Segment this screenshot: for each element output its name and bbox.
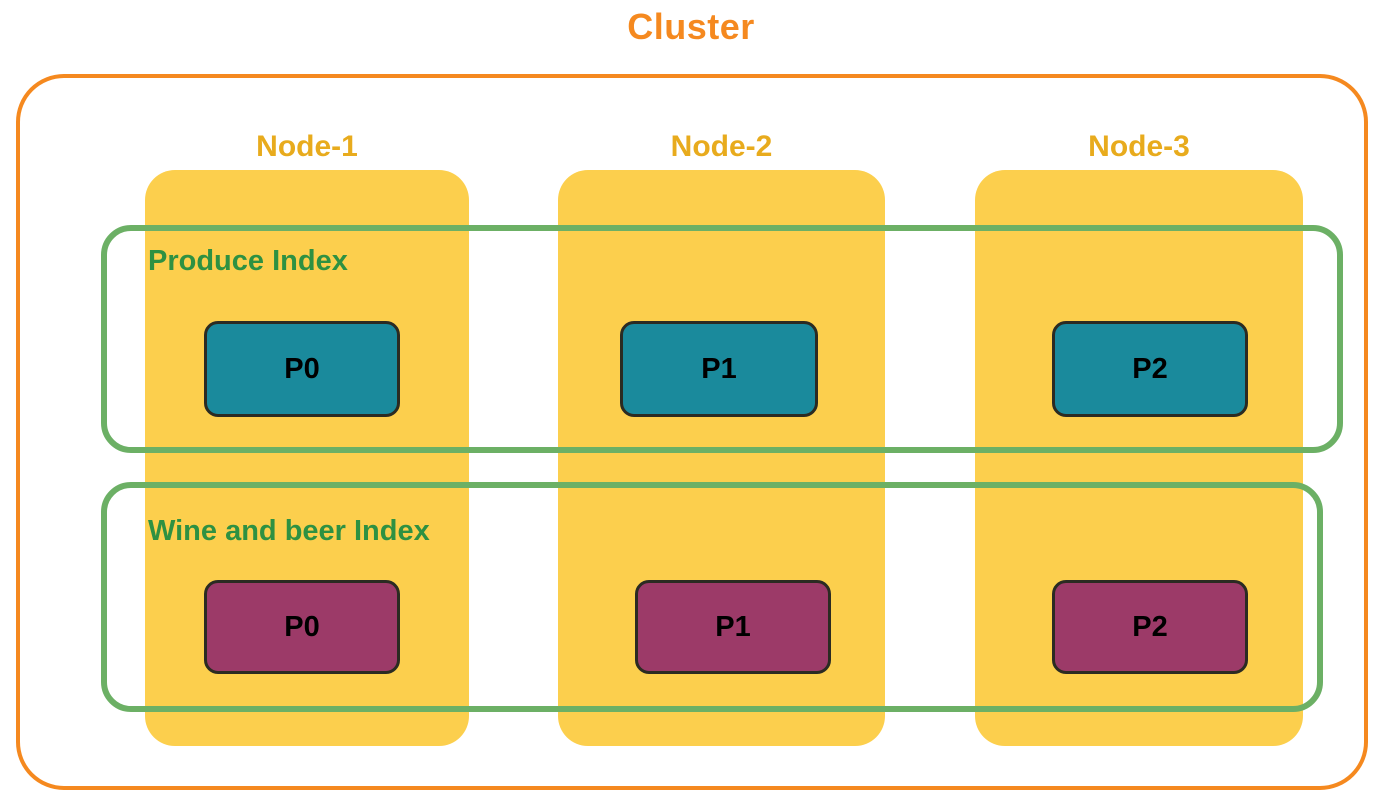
node-label-3: Node-3 [1088,130,1190,163]
index-label-wine-and-beer: Wine and beer Index [148,515,430,547]
node-label-2: Node-2 [670,130,773,163]
cluster-title: Cluster [627,6,755,47]
shard-produce-p0: P0 [204,321,400,417]
node-label-1: Node-1 [256,130,358,163]
shard-produce-p1: P1 [620,321,818,417]
index-label-produce: Produce Index [148,245,348,277]
shard-wine-and-beer-p0: P0 [204,580,400,674]
cluster-boundary [16,74,1368,790]
shard-produce-p2: P2 [1052,321,1248,417]
index-boundary-produce [101,225,1343,453]
shard-wine-and-beer-p2: P2 [1052,580,1248,674]
shard-wine-and-beer-p1: P1 [635,580,831,674]
index-boundary-wine-and-beer [101,482,1323,712]
